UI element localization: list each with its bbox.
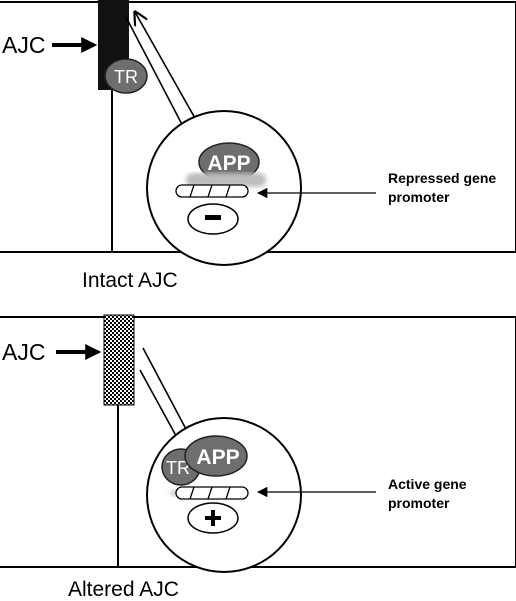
bottom-cell-outline [0,316,516,568]
top-sign-label: − [213,225,214,227]
bottom-junction-bar [103,314,135,406]
top-promoter-line2: promoter [388,189,450,205]
top-caption: Intact AJC [82,269,178,292]
bottom-app-label: APP [196,446,239,469]
top-dna-coil [175,184,249,198]
bottom-promoter-line2: promoter [388,495,450,511]
top-ajc-label: AJC [2,32,45,58]
bottom-promoter-line1: Active gene [388,476,467,492]
bottom-tr-label: TR [166,458,190,478]
bottom-sign-label: + [213,524,214,526]
top-minus-sign [205,215,221,220]
top-promoter-line1: Repressed gene [388,170,496,186]
bottom-ajc-label: AJC [2,339,45,365]
bottom-app-oval [184,435,248,477]
top-app-label: APP [207,152,250,175]
top-panel: AJC TR APP − Repressed gene promoter Int… [0,0,516,292]
bottom-plus-vertical [211,510,215,526]
bottom-caption: Altered AJC [68,578,179,601]
bottom-dna-coil [175,486,249,500]
top-tr-oval [104,58,148,94]
top-tr-label: TR [114,67,138,87]
bottom-panel: AJC TR APP + Active gene promoter Altere… [0,314,516,601]
top-blur-factor [186,173,266,187]
